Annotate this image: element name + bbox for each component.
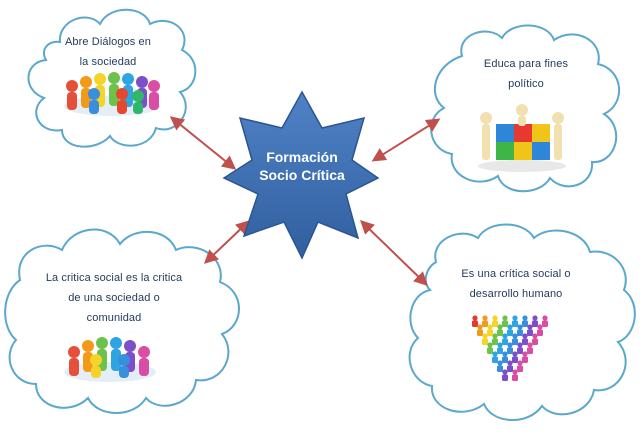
crowd-person-head [517, 360, 523, 366]
central-title-line-2: Socio Crítica [259, 167, 345, 183]
crowd-person-head [512, 315, 518, 321]
crowd-person-head [532, 315, 538, 321]
crowd-person-head [502, 315, 508, 321]
crowd-person-body [497, 365, 503, 372]
central-title: Formación Socio Crítica [240, 148, 364, 184]
crowd-person-head [472, 315, 478, 321]
crowd-person-body [512, 374, 518, 381]
bottom-right-line-2: desarrollo humano [469, 288, 563, 300]
crowd-person-head [507, 324, 513, 330]
crowd-person-body [517, 347, 523, 354]
crowd-person-body [502, 374, 508, 381]
crowd-person-body [527, 329, 533, 336]
top-right-line-2: político [508, 78, 544, 90]
arrow-center-top-left [169, 116, 237, 170]
arrow-center-top-right [371, 118, 441, 162]
crowd-person-body [502, 356, 508, 363]
bottom-left-line-2: de una sociedad o [68, 292, 160, 304]
bottom-left-node-text: La critica social es la critica de una s… [26, 268, 202, 328]
crowd-person-body [502, 338, 508, 345]
crowd-person-body [517, 329, 523, 336]
crowd-person-body [507, 329, 513, 336]
crowd-person-body [477, 329, 483, 336]
crowd-person-head [542, 315, 548, 321]
crowd-person-head [527, 324, 533, 330]
bottom-right-node-text: Es una crítica social o desarrollo human… [440, 264, 592, 304]
crowd-person-head [527, 342, 533, 348]
crowd-person-body [522, 356, 528, 363]
cloud-bottom-left [4, 228, 240, 414]
crowd-person-head [507, 360, 513, 366]
crowd-person-body [532, 320, 538, 327]
crowd-person-body [522, 320, 528, 327]
crowd-person-head [487, 342, 493, 348]
crowd-person-head [492, 315, 498, 321]
crowd-person-body [512, 356, 518, 363]
crowd-person-head [482, 315, 488, 321]
crowd-person-body [492, 356, 498, 363]
crowd-person-body [472, 320, 478, 327]
crowd-person-head [482, 333, 488, 339]
arrow-center-bottom-right [359, 220, 429, 286]
crowd-person-head [477, 324, 483, 330]
top-left-node-text: Abre Diálogos en la sociedad [48, 32, 168, 72]
people-circle-icon-2 [64, 337, 156, 382]
crowd-person-body [532, 338, 538, 345]
crowd-person-body [482, 338, 488, 345]
crowd-person-head [517, 342, 523, 348]
crowd-person-body [537, 329, 543, 336]
crowd-person-body [497, 329, 503, 336]
crowd-person-head [512, 369, 518, 375]
people-crowd-icon [472, 315, 548, 381]
crowd-person-body [512, 320, 518, 327]
crowd-person-body [497, 347, 503, 354]
crowd-person-head [522, 351, 528, 357]
crowd-person-body [487, 347, 493, 354]
crowd-person-body [507, 347, 513, 354]
crowd-person-body [507, 365, 513, 372]
crowd-person-head [497, 360, 503, 366]
crowd-person-head [532, 333, 538, 339]
crowd-person-head [522, 333, 528, 339]
arrow-center-bottom-left [203, 220, 251, 264]
crowd-person-head [487, 324, 493, 330]
crowd-person-head [492, 333, 498, 339]
crowd-person-body [482, 320, 488, 327]
crowd-person-body [527, 347, 533, 354]
crowd-person-body [522, 338, 528, 345]
crowd-person-body [512, 338, 518, 345]
crowd-person-head [522, 315, 528, 321]
crowd-person-head [507, 342, 513, 348]
central-title-line-1: Formación [266, 149, 338, 165]
crowd-person-head [512, 351, 518, 357]
crowd-person-head [492, 351, 498, 357]
crowd-person-body [492, 320, 498, 327]
crowd-person-body [492, 338, 498, 345]
crowd-person-body [487, 329, 493, 336]
crowd-person-head [517, 324, 523, 330]
people-puzzle-icon [478, 104, 566, 172]
bottom-right-line-1: Es una crítica social o [461, 268, 571, 280]
central-star [222, 90, 380, 260]
crowd-person-head [537, 324, 543, 330]
bottom-left-line-1: La critica social es la critica [45, 272, 183, 284]
crowd-person-head [502, 333, 508, 339]
crowd-person-head [502, 351, 508, 357]
crowd-person-head [497, 324, 503, 330]
crowd-person-body [517, 365, 523, 372]
crowd-person-body [502, 320, 508, 327]
people-circle-icon [64, 72, 160, 116]
crowd-person-head [512, 333, 518, 339]
crowd-person-head [497, 342, 503, 348]
top-right-node-text: Educa para fines político [466, 54, 586, 94]
bottom-left-line-3: comunidad [86, 312, 142, 324]
top-left-line-2: la sociedad [79, 56, 137, 68]
crowd-person-head [502, 369, 508, 375]
top-right-line-1: Educa para fines [483, 58, 569, 70]
crowd-person-body [542, 320, 548, 327]
top-left-line-1: Abre Diálogos en [65, 36, 151, 48]
